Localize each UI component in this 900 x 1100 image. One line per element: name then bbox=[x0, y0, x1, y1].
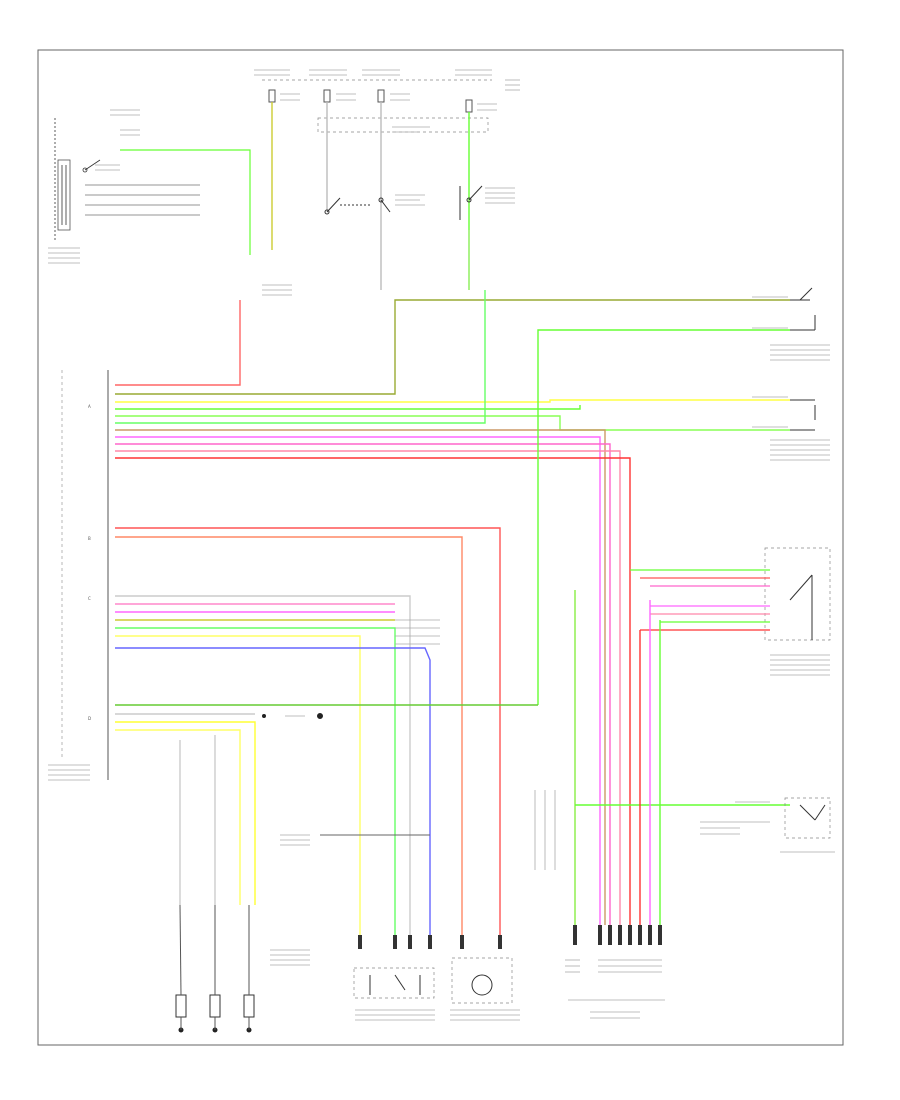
diagram-frame bbox=[37, 49, 844, 1046]
harness-b-wires bbox=[115, 527, 501, 940]
neutral-start-switch bbox=[784, 797, 831, 839]
right-upper-wires bbox=[537, 329, 790, 705]
ground-icon bbox=[262, 713, 323, 719]
connector-c-label: C bbox=[88, 596, 91, 601]
sensor-pins bbox=[358, 935, 502, 949]
harness-a-wires bbox=[115, 290, 790, 925]
transmission-range-switch bbox=[630, 547, 831, 676]
overdrive-solenoid-switch bbox=[790, 287, 816, 431]
solenoid-icon bbox=[175, 994, 187, 1018]
connector-d-label: D bbox=[88, 716, 91, 721]
harness-d-wires bbox=[115, 704, 538, 905]
overdrive-switch-block bbox=[48, 109, 251, 264]
lower-right-wires bbox=[574, 590, 790, 925]
stop-lamp-switch bbox=[459, 185, 483, 220]
connector-a-label: A bbox=[88, 404, 91, 409]
throttle-position-sensor bbox=[353, 967, 435, 1021]
power-feed-wires bbox=[271, 102, 470, 290]
shift-solenoid-group bbox=[175, 904, 310, 1033]
harness-c-wires bbox=[115, 595, 431, 940]
power-source-group bbox=[254, 69, 520, 133]
engine-control-module: A B C D bbox=[48, 370, 109, 781]
instrument-cluster-connector bbox=[565, 925, 665, 1019]
vehicle-speed-sensor bbox=[450, 957, 520, 1021]
connector-b-label: B bbox=[88, 536, 91, 541]
brake-switch bbox=[324, 197, 391, 215]
